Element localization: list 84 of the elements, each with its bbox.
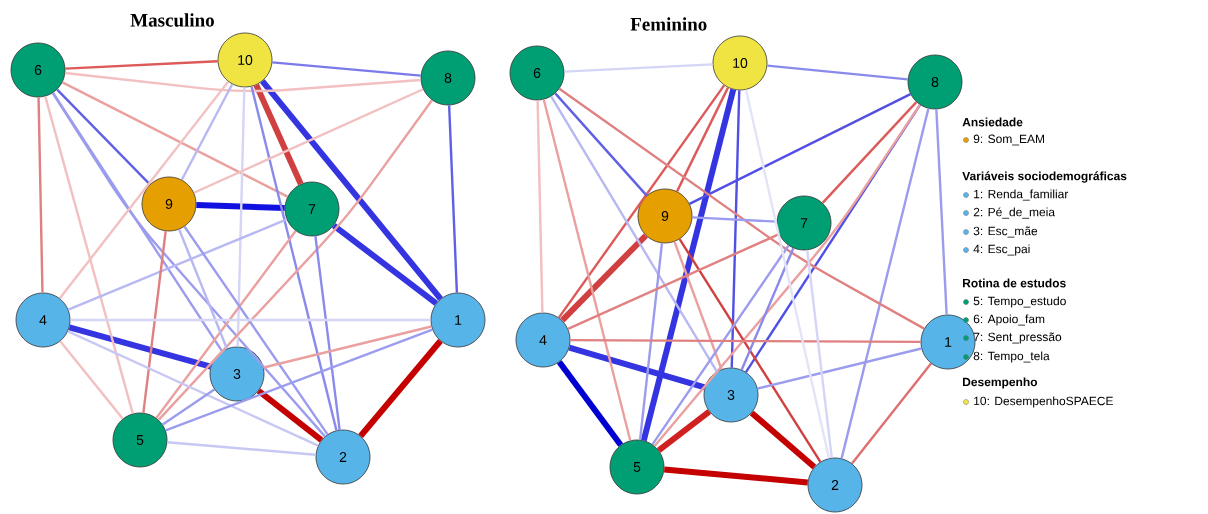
edge-line bbox=[67, 330, 319, 447]
edge-line bbox=[664, 466, 808, 486]
legend-heading: Desempenho bbox=[963, 377, 1038, 389]
edge-line bbox=[67, 218, 288, 311]
edge-line bbox=[358, 339, 443, 438]
edge-line bbox=[558, 87, 925, 330]
edge-line bbox=[44, 96, 134, 414]
edge-line bbox=[550, 95, 718, 373]
edge-line bbox=[165, 328, 433, 432]
edge-line bbox=[570, 338, 921, 344]
edge-line bbox=[253, 83, 304, 186]
panel-title: Masculino bbox=[130, 13, 214, 27]
edge-line bbox=[689, 93, 911, 205]
legend-item: 9: Som_EAM bbox=[963, 134, 1044, 146]
edge-line bbox=[568, 344, 706, 391]
edge-line bbox=[272, 61, 421, 77]
edge-line bbox=[744, 89, 831, 459]
legend-item: 3: Esc_mãe bbox=[963, 226, 1038, 238]
edge-line bbox=[851, 362, 932, 465]
edge-line bbox=[68, 324, 212, 370]
edge-line bbox=[757, 347, 922, 390]
edge-line bbox=[155, 230, 297, 419]
edge-line bbox=[560, 233, 648, 323]
edge-line bbox=[52, 92, 223, 352]
edge-line bbox=[744, 104, 922, 373]
edge-line bbox=[447, 105, 459, 293]
legend-item: 10: DesempenhoSPAECE bbox=[963, 396, 1113, 408]
edge-line bbox=[59, 340, 124, 420]
edge-line bbox=[250, 86, 338, 431]
legend-item: 4: Esc_pai bbox=[963, 244, 1030, 256]
legend-item: 5: Tempo_estudo bbox=[963, 296, 1066, 308]
edge-line bbox=[638, 243, 664, 440]
edge-line bbox=[651, 244, 790, 446]
legend-heading: Ansiedade bbox=[962, 117, 1023, 127]
edge-line bbox=[678, 238, 822, 463]
edge-line bbox=[840, 108, 930, 459]
edge-line bbox=[37, 97, 44, 293]
edge-line bbox=[65, 71, 421, 93]
edge-line bbox=[676, 87, 729, 192]
panel-title: Feminino bbox=[630, 17, 707, 31]
edge-line bbox=[314, 236, 341, 430]
edge-line bbox=[554, 92, 648, 197]
legend-item: 2: Pé_de_meia bbox=[963, 207, 1055, 219]
edge-line bbox=[236, 87, 246, 347]
edge-line bbox=[806, 250, 833, 458]
edge-line bbox=[51, 92, 326, 438]
edge-line bbox=[142, 231, 167, 413]
edge-line bbox=[653, 104, 921, 447]
edge-line bbox=[692, 216, 777, 223]
edge-line bbox=[567, 233, 780, 330]
legend-item: 1: Renda_familiar bbox=[963, 189, 1069, 201]
edge-line bbox=[673, 241, 723, 370]
edge-line bbox=[256, 388, 324, 443]
edge-line bbox=[730, 90, 741, 368]
edge-line bbox=[556, 360, 624, 447]
edge-line bbox=[162, 388, 216, 426]
edge-line bbox=[196, 201, 285, 212]
edge-line bbox=[640, 88, 737, 442]
edge-line bbox=[821, 101, 918, 204]
edge-line bbox=[178, 229, 228, 349]
edge-line bbox=[935, 109, 948, 315]
edge-line bbox=[749, 410, 817, 470]
edge-line bbox=[542, 99, 632, 441]
edge-line bbox=[157, 99, 433, 421]
edge-line bbox=[65, 60, 218, 70]
legend-heading: Variáveis sociodemográficas bbox=[962, 171, 1127, 183]
edge-line bbox=[61, 81, 289, 198]
edge-line bbox=[557, 84, 726, 319]
edge-line bbox=[193, 88, 424, 194]
edge-line bbox=[183, 225, 329, 436]
edge-line bbox=[56, 88, 151, 186]
edge-line bbox=[767, 64, 908, 81]
edge-line bbox=[70, 318, 431, 322]
edge-line bbox=[263, 325, 432, 369]
edge-line bbox=[260, 79, 443, 301]
edge-line bbox=[58, 80, 230, 300]
edge-line bbox=[180, 83, 234, 181]
edge-line bbox=[740, 247, 795, 371]
edge-line bbox=[656, 409, 712, 453]
edge-line bbox=[332, 223, 438, 306]
legend-heading: Rotina de estudos bbox=[963, 278, 1066, 288]
edge-line bbox=[536, 100, 544, 313]
edge-line bbox=[564, 63, 713, 73]
edge-line bbox=[167, 441, 316, 456]
